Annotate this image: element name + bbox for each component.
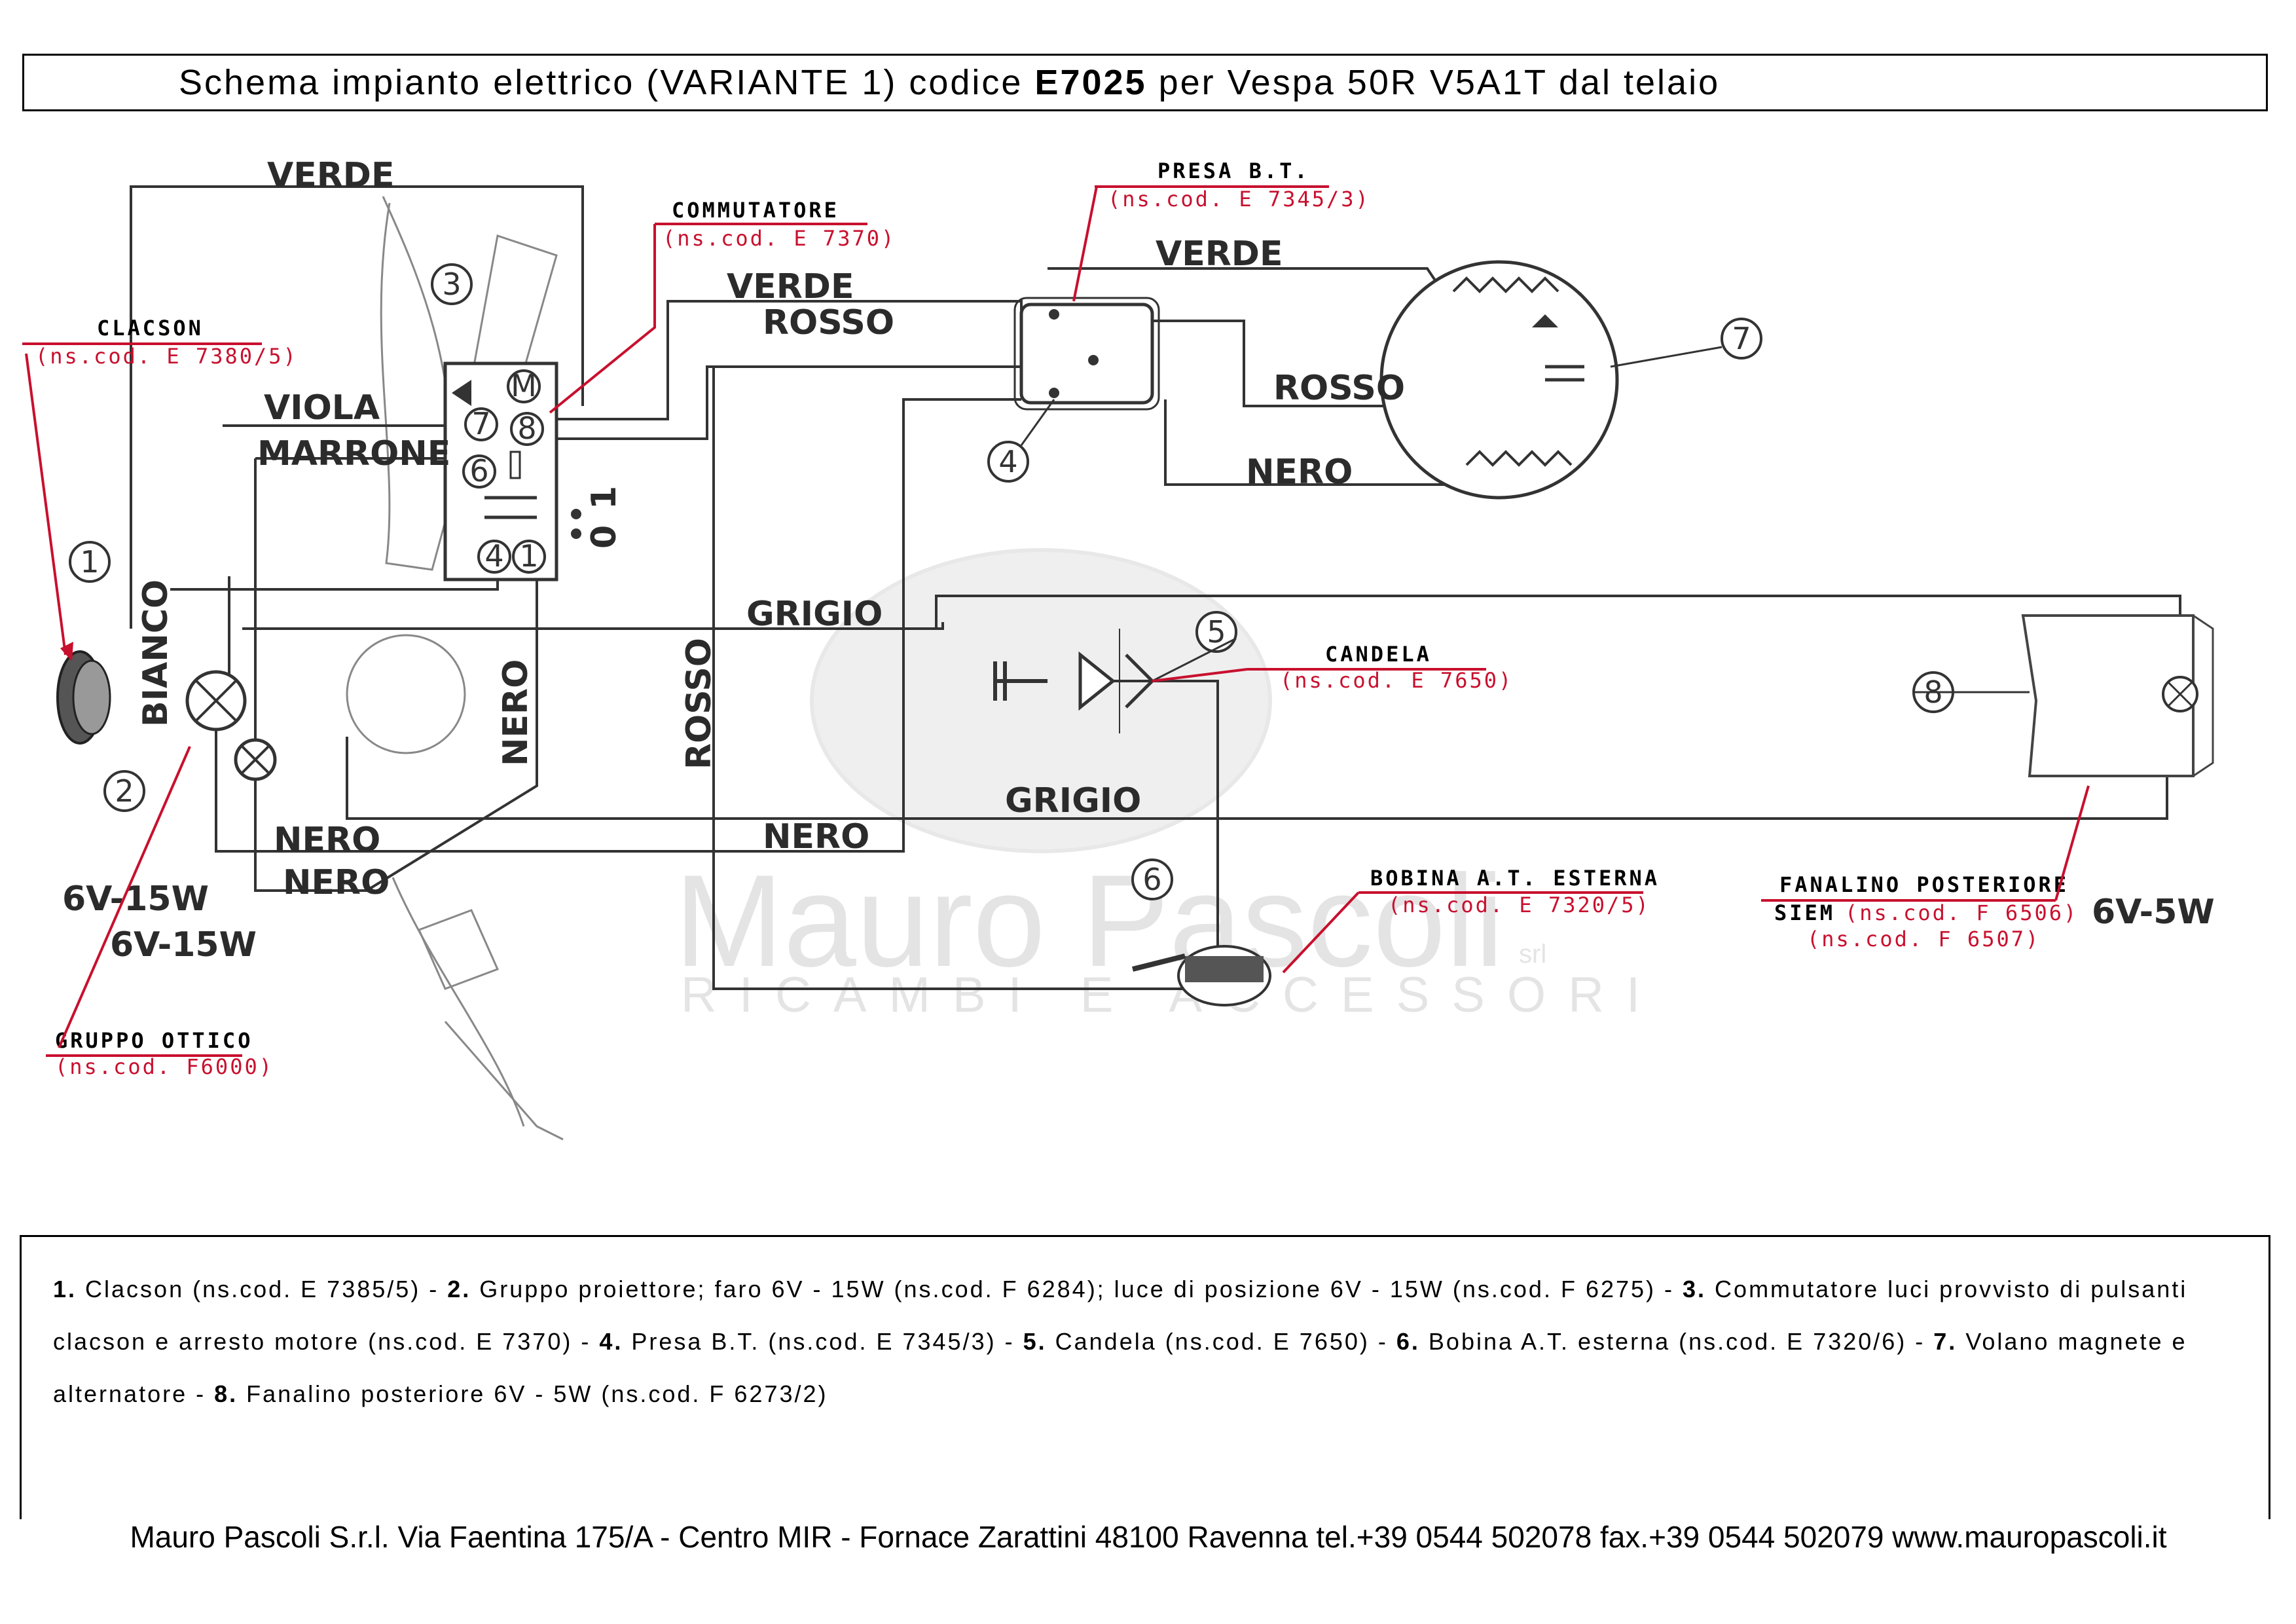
terminal-1: 1 [519, 538, 538, 574]
label-verde-top: VERDE [267, 156, 395, 195]
legend-num-7: 7. [1933, 1328, 1958, 1355]
legend-text-6: Bobina A.T. esterna (ns.cod. E 7320/6) - [1419, 1328, 1934, 1355]
callouts: CLACSON (ns.cod. E 7380/5) COMMUTATORE (… [22, 158, 2090, 1079]
label-grigio-2: GRIGIO [1005, 781, 1141, 821]
position-lamp-bulb [234, 738, 277, 781]
candela-callout-code: (ns.cod. E 7650) [1280, 668, 1513, 693]
label-bianco: BIANCO [136, 580, 175, 727]
bobina-callout-code: (ns.cod. E 7320/5) [1388, 893, 1650, 917]
presa-bt-connector [1013, 297, 1160, 411]
label-6v-15w-2: 6V-15W [110, 925, 257, 965]
commutatore-position-off: 0 [585, 525, 624, 549]
handlebar-drawing [346, 196, 564, 1141]
legend-text-7: Volano magnete e alternatore - [53, 1328, 2187, 1407]
label-verde-mid: VERDE [727, 267, 854, 306]
component-markers: 1 2 3 4 5 6 7 8 [69, 263, 2030, 900]
commutatore-terminals: M 7 8 6 4 1 [462, 368, 546, 574]
label-verde-right: VERDE [1156, 234, 1283, 274]
clacson-callout-name: CLACSON [97, 316, 204, 341]
title-prefix: Schema impianto elettrico (VARIANTE 1) c… [179, 63, 1035, 102]
label-rosso-right: ROSSO [1273, 369, 1405, 408]
label-grigio-1: GRIGIO [746, 595, 883, 634]
watermark-ellipse [810, 548, 1272, 853]
legend-num-5: 5. [1023, 1328, 1047, 1355]
label-nero-1: NERO [274, 821, 380, 860]
watermark-tagline: RICAMBI E ACCESSORI [681, 967, 1662, 1023]
fanalino-callout-code-1: (ns.cod. F 6506) [1845, 900, 2078, 925]
legend-num-2: 2. [447, 1276, 471, 1302]
watermark: Mauro Pascoli srl RICAMBI E ACCESSORI [674, 548, 1662, 1023]
label-nero-3: NERO [763, 817, 869, 857]
label-marrone: MARRONE [257, 434, 450, 473]
label-rosso-vertical: ROSSO [680, 638, 719, 769]
clacson-callout-code: (ns.cod. E 7380/5) [35, 344, 298, 369]
bobina-callout-name: BOBINA A.T. ESTERNA [1370, 866, 1660, 891]
label-rosso-mid: ROSSO [763, 303, 894, 342]
marker-1: 1 [80, 544, 99, 580]
legend-text-5: Candela (ns.cod. E 7650) - [1046, 1328, 1396, 1355]
volano-magnete [1379, 260, 1619, 500]
marker-6: 6 [1142, 862, 1161, 897]
title-code: E7025 [1034, 63, 1147, 102]
headlamp-bulb [185, 670, 247, 731]
clacson-horn [56, 650, 111, 745]
label-viola: VIOLA [264, 388, 380, 428]
wire-labels: VERDE VERDE ROSSO VERDE ROSSO NERO VIOLA… [62, 156, 2215, 965]
marker-5: 5 [1207, 614, 1226, 650]
fanalino-callout-code-2: (ns.cod. F 6507) [1807, 927, 2040, 951]
watermark-brand: Mauro Pascoli [674, 848, 1504, 994]
legend-text-2: Gruppo proiettore; faro 6V - 15W (ns.cod… [471, 1276, 1683, 1302]
company-footer: Mauro Pascoli S.r.l. Via Faentina 175/A … [16, 1519, 2281, 1555]
gruppo-ottico-callout-name: GRUPPO OTTICO [55, 1028, 253, 1053]
label-6v-15w-1: 6V-15W [62, 879, 209, 919]
fanalino-posteriore-lamp [2021, 614, 2214, 777]
marker-7: 7 [1732, 321, 1751, 356]
terminal-4: 4 [484, 538, 503, 574]
legend-text-3: Commutatore luci provvisto di pulsanti c… [53, 1276, 2188, 1355]
gruppo-ottico-callout-code: (ns.cod. F6000) [55, 1054, 274, 1079]
terminal-6: 6 [469, 453, 488, 489]
legend-panel: 1. Clacson (ns.cod. E 7385/5) - 2. Grupp… [20, 1235, 2270, 1538]
title-suffix: per Vespa 50R V5A1T dal telaio [1146, 63, 1721, 102]
commutatore-callout-name: COMMUTATORE [672, 198, 839, 223]
legend-num-3: 3. [1683, 1276, 1707, 1302]
legend-text-8: Fanalino posteriore 6V - 5W (ns.cod. F 6… [238, 1380, 828, 1407]
presa-bt-callout-name: PRESA B.T. [1157, 158, 1310, 183]
marker-4: 4 [998, 444, 1017, 479]
legend-text-1: Clacson (ns.cod. E 7385/5) - [77, 1276, 448, 1302]
terminal-8: 8 [517, 411, 536, 446]
label-6v-5w: 6V-5W [2092, 893, 2215, 932]
bobina-coil [1132, 945, 1271, 1006]
marker-2: 2 [115, 773, 134, 809]
terminal-m: M [511, 368, 537, 403]
label-nero-vertical: NERO [496, 659, 536, 766]
legend-num-8: 8. [214, 1380, 238, 1407]
presa-bt-callout-code: (ns.cod. E 7345/3) [1108, 187, 1370, 212]
watermark-srl: srl [1519, 940, 1546, 969]
label-nero-2: NERO [283, 863, 390, 902]
candela-callout-name: CANDELA [1325, 642, 1432, 667]
legend-text-4: Presa B.T. (ns.cod. E 7345/3) - [623, 1328, 1023, 1355]
page-title: Schema impianto elettrico (VARIANTE 1) c… [22, 54, 2268, 111]
commutatore-position-on: 1 [585, 486, 624, 509]
fanalino-callout-siem: SIEM [1774, 900, 1835, 925]
commutatore-callout-code: (ns.cod. E 7370) [663, 226, 896, 251]
legend-num-1: 1. [53, 1276, 77, 1302]
label-nero-right: NERO [1246, 452, 1353, 492]
legend-num-4: 4. [599, 1328, 623, 1355]
legend-num-6: 6. [1396, 1328, 1420, 1355]
fanalino-callout-name: FANALINO POSTERIORE [1779, 872, 2069, 897]
marker-3: 3 [442, 267, 461, 302]
terminal-7: 7 [471, 406, 490, 441]
